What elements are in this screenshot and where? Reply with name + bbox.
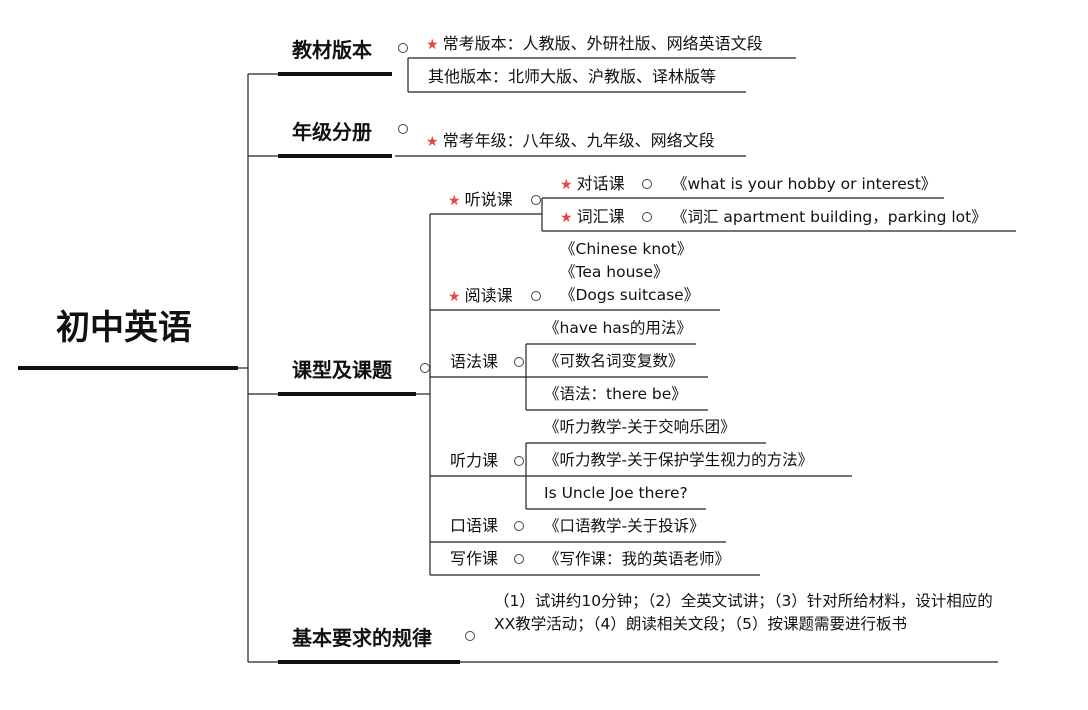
root-node[interactable]: 初中英语	[56, 308, 192, 348]
star-icon: ★	[560, 210, 573, 226]
collapse-toggle-reading[interactable]	[531, 291, 541, 301]
collapse-toggle-requirements[interactable]	[465, 631, 475, 641]
oral-topic[interactable]: 《口语教学-关于投诉》	[544, 517, 705, 535]
oral-node[interactable]: 口语课	[450, 516, 499, 535]
grammar-topic[interactable]: 《have has的用法》	[544, 319, 692, 337]
star-icon: ★	[426, 37, 439, 53]
vocab-node[interactable]: ★词汇课	[560, 207, 625, 226]
star-icon: ★	[448, 193, 461, 209]
listening-node[interactable]: 听力课	[450, 451, 499, 470]
collapse-toggle-listen-speak[interactable]	[531, 195, 541, 205]
reading-topics[interactable]: 《Chinese knot》 《Tea house》 《Dogs suitcas…	[560, 238, 760, 307]
branch-grade-label[interactable]: 年级分册	[292, 120, 372, 144]
dialogue-node[interactable]: ★对话课	[560, 174, 625, 193]
grade-common-node[interactable]: ★常考年级：八年级、九年级、网络文段	[426, 131, 715, 150]
vocab-topic[interactable]: 《词汇 apartment building，parking lot》	[672, 208, 987, 226]
collapse-toggle-vocab[interactable]	[642, 212, 652, 222]
reading-topic: 《Chinese knot》	[560, 240, 693, 258]
branch-textbook-label[interactable]: 教材版本	[292, 38, 372, 62]
writing-node[interactable]: 写作课	[450, 549, 499, 568]
requirements-text[interactable]: （1）试讲约10分钟；（2）全英文试讲；（3）针对所给材料，设计相应的XX教学活…	[494, 592, 993, 633]
reading-topic: 《Tea house》	[560, 263, 669, 281]
reading-node[interactable]: ★阅读课	[448, 286, 513, 305]
star-icon: ★	[560, 177, 573, 193]
collapse-toggle-writing[interactable]	[514, 554, 524, 564]
collapse-toggle-textbook[interactable]	[398, 43, 408, 53]
collapse-toggle-lessons[interactable]	[420, 363, 430, 373]
collapse-toggle-dialogue[interactable]	[642, 179, 652, 189]
branch-requirements-label[interactable]: 基本要求的规律	[292, 626, 432, 650]
textbook-common-node[interactable]: ★常考版本：人教版、外研社版、网络英语文段	[426, 34, 763, 53]
listening-topic[interactable]: 《听力教学-关于保护学生视力的方法》	[544, 451, 814, 469]
collapse-toggle-oral[interactable]	[514, 521, 524, 531]
grammar-node[interactable]: 语法课	[450, 352, 499, 371]
grammar-topic[interactable]: 《可数名词变复数》	[544, 352, 684, 370]
listen-speak-node[interactable]: ★听说课	[448, 190, 513, 209]
dialogue-topic[interactable]: 《what is your hobby or interest》	[672, 175, 937, 193]
reading-topic: 《Dogs suitcase》	[560, 286, 700, 304]
writing-topic[interactable]: 《写作课：我的英语老师》	[544, 550, 731, 568]
listening-topic[interactable]: Is Uncle Joe there?	[544, 484, 688, 502]
collapse-toggle-grammar[interactable]	[514, 357, 524, 367]
collapse-toggle-grade[interactable]	[398, 124, 408, 134]
listening-topic[interactable]: 《听力教学-关于交响乐团》	[544, 418, 736, 436]
grammar-topic[interactable]: 《语法：there be》	[544, 385, 687, 403]
branch-lessons-label[interactable]: 课型及课题	[292, 358, 392, 382]
star-icon: ★	[426, 134, 439, 150]
collapse-toggle-listening[interactable]	[514, 456, 524, 466]
textbook-other-node[interactable]: 其他版本：北师大版、沪教版、译林版等	[428, 67, 717, 86]
star-icon: ★	[448, 289, 461, 305]
